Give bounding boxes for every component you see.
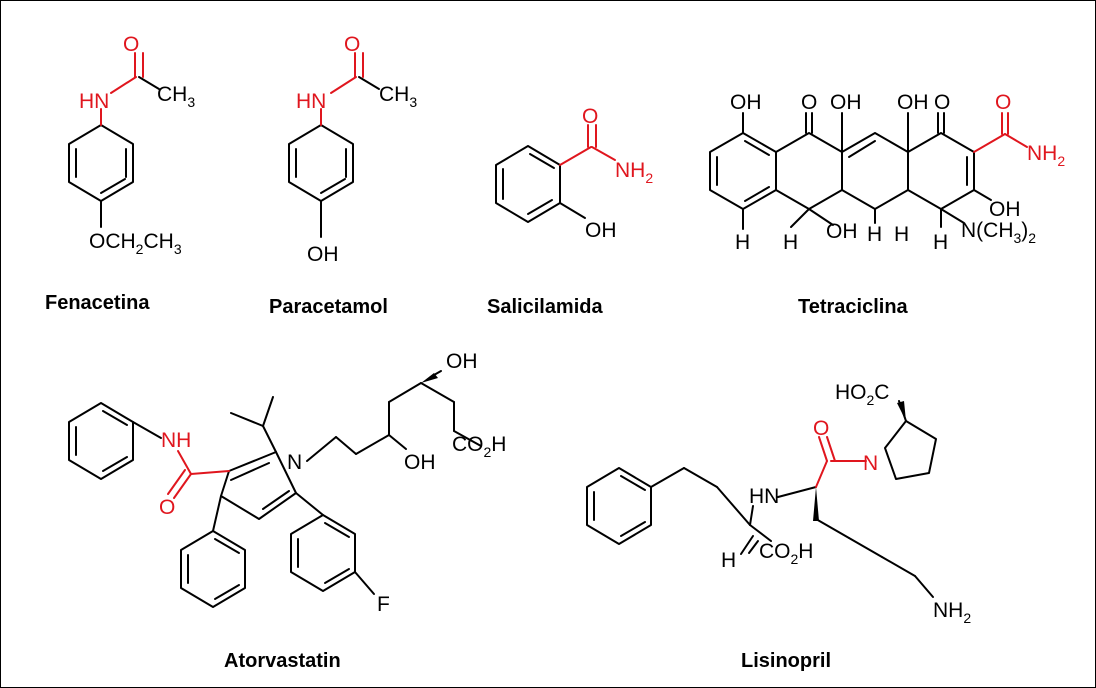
fenacetina-ring	[68, 124, 134, 228]
atorvastatin-phenyl-lower	[180, 495, 246, 608]
atorvastatin-fluorophenyl	[290, 492, 375, 595]
lisinopril-co2h: CO2H	[759, 540, 813, 567]
salicilamida-oh: OH	[585, 219, 617, 242]
molecule-salicilamida: O NH2 OH Salicilamida	[487, 105, 653, 318]
atorvastatin-name: Atorvastatin	[224, 650, 341, 672]
atorvastatin-nh: NH	[161, 429, 191, 452]
tetraciclina-oxygen-ketone2: O	[934, 91, 950, 114]
molecule-atorvastatin: OH NH O N OH CO2H F Atorvastatin	[68, 350, 506, 672]
tetraciclina-h5: H	[933, 231, 948, 254]
tetraciclina-h4: H	[894, 223, 909, 246]
paracetamol-amide	[320, 52, 380, 126]
atorvastatin-amide	[167, 450, 230, 499]
lisinopril-backbone	[740, 486, 934, 598]
tetraciclina-oh-enol: OH	[989, 198, 1021, 221]
lisinopril-phenyl	[586, 467, 751, 545]
tetraciclina-dimethylamino: N(CH3)2	[961, 219, 1036, 246]
paracetamol-oh: OH	[307, 243, 339, 266]
tetraciclina-rings	[709, 112, 992, 230]
lisinopril-name: Lisinopril	[741, 650, 831, 672]
salicilamida-oxygen: O	[582, 105, 598, 128]
atorvastatin-nitrogen: N	[287, 451, 302, 474]
atorvastatin-oxygen: O	[159, 496, 175, 519]
paracetamol-oxygen: O	[344, 33, 360, 56]
tetraciclina-name: Tetraciclina	[798, 296, 909, 318]
lisinopril-amide	[815, 436, 867, 488]
atorvastatin-pyrrole	[220, 370, 482, 520]
tetraciclina-oh-bridge2: OH	[897, 91, 929, 114]
paracetamol-hn: HN	[296, 90, 326, 113]
tetraciclina-h1: H	[735, 231, 750, 254]
atorvastatin-fluorine: F	[377, 593, 390, 616]
molecule-fenacetina: O HN CH3 OCH2CH3 Fenacetina	[45, 33, 195, 314]
fenacetina-hn: HN	[79, 90, 109, 113]
salicilamida-nh2: NH2	[615, 159, 653, 186]
molecule-lisinopril: HO2C O N HN H CO2H NH2 Lisinopril	[586, 381, 971, 672]
paracetamol-ring	[288, 124, 354, 238]
lisinopril-ho2c: HO2C	[835, 381, 889, 408]
lisinopril-hn: HN	[749, 485, 779, 508]
tetraciclina-h2: H	[783, 231, 798, 254]
fenacetina-amide	[100, 52, 160, 126]
lisinopril-proline	[884, 400, 937, 480]
salicilamida-name: Salicilamida	[487, 296, 603, 318]
tetraciclina-amide	[973, 112, 1028, 153]
tetraciclina-oh-bridge1: OH	[830, 91, 862, 114]
tetraciclina-oh-phenol: OH	[730, 91, 762, 114]
fenacetina-ch3: CH3	[157, 83, 195, 110]
tetraciclina-h3: H	[867, 223, 882, 246]
tetraciclina-oxygen-ketone1: O	[801, 91, 817, 114]
lisinopril-nitrogen: N	[863, 452, 878, 475]
atorvastatin-oh-lower: OH	[404, 451, 436, 474]
fenacetina-ethoxy: OCH2CH3	[89, 230, 182, 257]
tetraciclina-oh-ring-b: OH	[826, 220, 858, 243]
lisinopril-oxygen: O	[813, 417, 829, 440]
salicilamida-amide	[559, 124, 616, 166]
tetraciclina-oxygen-amide: O	[995, 91, 1011, 114]
paracetamol-name: Paracetamol	[269, 296, 388, 318]
paracetamol-ch3: CH3	[379, 83, 417, 110]
atorvastatin-phenyl-amide	[68, 402, 162, 480]
fenacetina-name: Fenacetina	[45, 292, 150, 314]
lisinopril-h: H	[721, 549, 736, 572]
atorvastatin-co2h: CO2H	[452, 433, 506, 460]
fenacetina-oxygen: O	[123, 33, 139, 56]
tetraciclina-nh2: NH2	[1027, 142, 1065, 169]
lisinopril-nh2: NH2	[933, 599, 971, 626]
molecule-tetraciclina: OH O OH OH O O NH2 OH OH H H H H H N(CH3…	[709, 91, 1065, 318]
atorvastatin-oh-upper: OH	[446, 350, 478, 373]
molecule-paracetamol: O HN CH3 OH Paracetamol	[269, 33, 417, 318]
